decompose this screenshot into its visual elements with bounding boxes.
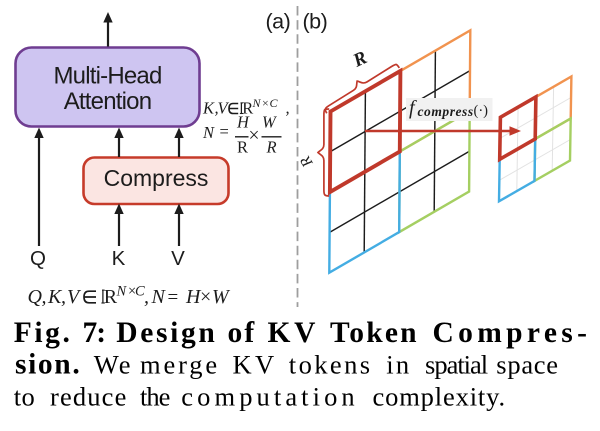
svg-text:the: the — [140, 381, 170, 411]
svg-text:KV: KV — [233, 349, 278, 379]
svg-text:space: space — [496, 349, 559, 379]
svg-text:C: C — [270, 96, 279, 110]
svg-text:R: R — [242, 99, 253, 118]
svg-text:7:: 7: — [83, 317, 106, 349]
svg-text:K: K — [112, 247, 126, 270]
svg-text:(b): (b) — [303, 10, 328, 34]
svg-text:×: × — [200, 286, 211, 308]
svg-text:V: V — [218, 99, 230, 118]
svg-text:C: C — [135, 284, 145, 300]
svg-text:×: × — [128, 284, 136, 300]
svg-text:(·): (·) — [474, 103, 489, 119]
svg-text:Fig.: Fig. — [14, 317, 73, 349]
svg-text:H: H — [185, 286, 202, 308]
svg-text:Q: Q — [28, 286, 43, 308]
svg-text:H: H — [236, 113, 250, 132]
svg-text:Compress: Compress — [104, 165, 209, 191]
svg-text:Design: Design — [116, 317, 217, 349]
svg-text:,: , — [61, 286, 66, 308]
svg-text:R: R — [266, 138, 277, 157]
svg-text:,: , — [42, 286, 47, 308]
svg-text:KV: KV — [268, 317, 320, 349]
svg-text:R: R — [237, 138, 248, 157]
svg-text:=: = — [220, 122, 229, 141]
svg-text:×: × — [262, 96, 269, 110]
svg-text:sion.: sion. — [15, 348, 81, 380]
svg-text:in: in — [386, 349, 411, 379]
svg-text:spatial: spatial — [425, 349, 488, 379]
svg-text:×: × — [249, 126, 260, 147]
svg-text:R: R — [104, 286, 118, 308]
svg-text:N: N — [202, 123, 215, 142]
svg-text:Multi-Head: Multi-Head — [53, 62, 161, 89]
svg-text:merge: merge — [140, 349, 220, 379]
svg-text:N: N — [252, 96, 262, 110]
svg-text:compress: compress — [418, 104, 474, 119]
svg-text:,: , — [144, 286, 149, 308]
svg-text:N: N — [116, 284, 128, 300]
svg-text:N: N — [151, 286, 167, 308]
svg-text:Compres-: Compres- — [433, 317, 592, 349]
svg-text:(a): (a) — [266, 10, 291, 34]
svg-text:reduce: reduce — [50, 381, 128, 411]
svg-text:We: We — [94, 349, 133, 379]
svg-text:,: , — [286, 99, 290, 118]
svg-text:tokens: tokens — [289, 349, 373, 379]
svg-text:=: = — [168, 287, 179, 308]
svg-text:computation: computation — [181, 381, 358, 411]
svg-text:Q: Q — [30, 247, 46, 270]
svg-text:f: f — [409, 97, 417, 119]
svg-text:V: V — [171, 247, 185, 270]
svg-text:,: , — [215, 99, 219, 118]
svg-text:Attention: Attention — [64, 88, 152, 115]
svg-text:complexity.: complexity. — [373, 381, 506, 411]
svg-text:to: to — [14, 381, 35, 411]
svg-text:K: K — [47, 286, 63, 308]
svg-text:W: W — [262, 113, 277, 132]
svg-text:V: V — [67, 286, 82, 308]
svg-text:K: K — [202, 99, 215, 118]
svg-text:W: W — [212, 286, 231, 308]
svg-text:of: of — [228, 317, 257, 349]
svg-text:Token: Token — [330, 317, 419, 349]
